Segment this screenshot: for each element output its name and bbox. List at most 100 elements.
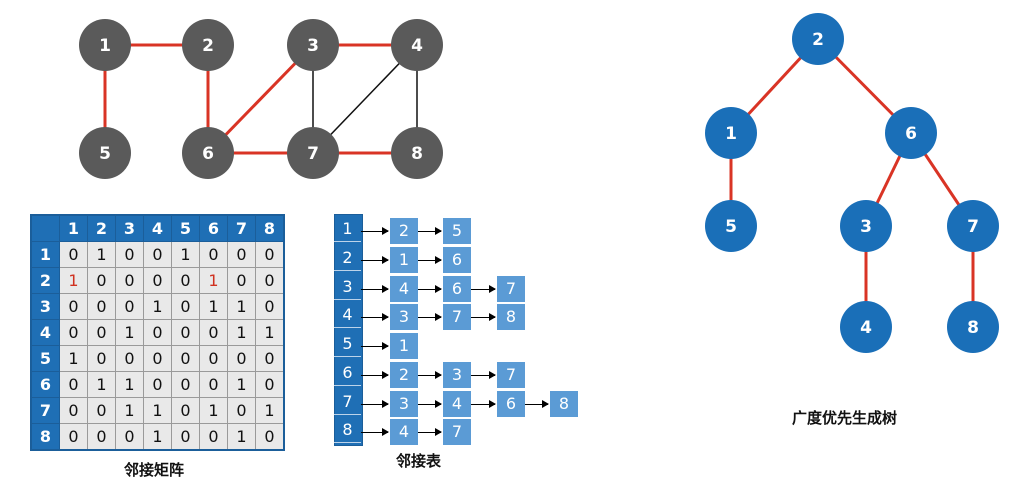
adjacency-list-vertex: 6 <box>334 361 361 386</box>
adjacency-list-arrow <box>418 399 442 408</box>
matrix-cell: 0 <box>171 397 200 424</box>
adjacency-list-node: 7 <box>497 361 525 388</box>
matrix-cell: 1 <box>143 397 172 424</box>
tree-node-label: 3 <box>860 217 872 237</box>
adjacency-list-vertex: 3 <box>334 275 361 300</box>
graph-node-2 <box>182 19 234 71</box>
matrix-cell: 1 <box>255 397 285 424</box>
adjacency-list-arrow <box>471 370 496 379</box>
matrix-cell: 0 <box>255 371 285 398</box>
matrix-cell: 0 <box>199 241 228 268</box>
graph-node-4 <box>391 19 443 71</box>
matrix-column-header: 5 <box>171 214 200 242</box>
matrix-row-header: 6 <box>30 371 60 398</box>
adjacency-list-node: 6 <box>497 390 525 417</box>
adjacency-list-arrow <box>418 255 442 264</box>
adjacency-list-node: 3 <box>443 361 471 388</box>
matrix-cell: 0 <box>227 397 256 424</box>
matrix-cell: 0 <box>143 319 172 346</box>
adjacency-list-node: 5 <box>443 218 471 244</box>
graph-node-label: 7 <box>307 144 319 164</box>
adjacency-list-arrow <box>471 284 496 293</box>
matrix-cell: 1 <box>227 319 256 346</box>
matrix-cell: 0 <box>171 371 200 398</box>
tree-node-8 <box>947 301 999 353</box>
matrix-cell: 0 <box>59 423 88 451</box>
matrix-cell: 0 <box>87 423 116 451</box>
tree-node-label: 4 <box>860 318 872 338</box>
tree-node-label: 6 <box>905 124 917 144</box>
matrix-cell: 0 <box>59 371 88 398</box>
graph-node-label: 6 <box>202 144 214 164</box>
matrix-cell: 0 <box>171 293 200 320</box>
tree-node-label: 5 <box>725 217 737 237</box>
adjacency-list-arrow <box>361 227 389 235</box>
adjacency-list-arrow <box>361 255 389 264</box>
tree-node-label: 2 <box>812 30 824 50</box>
matrix-cell: 0 <box>115 423 144 451</box>
graph-node-label: 4 <box>411 36 423 56</box>
adjacency-list-arrow <box>471 399 496 408</box>
matrix-cell: 1 <box>199 267 228 294</box>
matrix-cell: 0 <box>143 345 172 372</box>
adjacency-list-node: 4 <box>390 419 418 446</box>
matrix-cell: 0 <box>255 293 285 320</box>
matrix-cell: 1 <box>87 241 116 268</box>
matrix-cell: 0 <box>143 267 172 294</box>
adjacency-matrix-caption: 邻接矩阵 <box>124 461 185 479</box>
matrix-column-header: 2 <box>87 214 116 242</box>
matrix-cell: 0 <box>199 319 228 346</box>
graph-node-5 <box>79 127 131 179</box>
matrix-cell: 1 <box>227 423 256 451</box>
matrix-row-header: 7 <box>30 397 60 424</box>
matrix-cell: 1 <box>255 319 285 346</box>
adjacency-list-arrow <box>361 342 389 350</box>
matrix-cell: 0 <box>255 267 285 294</box>
matrix-cell: 0 <box>227 345 256 372</box>
matrix-column-header: 4 <box>143 214 172 242</box>
matrix-cell: 0 <box>115 267 144 294</box>
matrix-cell: 1 <box>59 345 88 372</box>
adjacency-list-vertex: 5 <box>334 332 361 357</box>
adjacency-list-node: 4 <box>390 275 418 302</box>
adjacency-list-arrow <box>418 370 442 379</box>
bfs-tree-caption: 广度优先生成树 <box>792 409 898 427</box>
matrix-row-header: 1 <box>30 241 60 268</box>
adjacency-list-node: 8 <box>550 390 578 417</box>
matrix-cell: 0 <box>115 293 144 320</box>
matrix-cell: 0 <box>199 423 228 451</box>
matrix-cell: 0 <box>171 423 200 451</box>
adjacency-list-caption: 邻接表 <box>396 452 442 470</box>
matrix-cell: 1 <box>143 293 172 320</box>
matrix-cell: 1 <box>59 267 88 294</box>
adjacency-list-node: 7 <box>443 304 471 331</box>
tree-node-label: 8 <box>967 318 979 338</box>
tree-node-7 <box>947 200 999 252</box>
graph-node-label: 8 <box>411 144 423 164</box>
adjacency-list-node: 8 <box>497 304 525 331</box>
adjacency-list-node: 2 <box>390 218 418 244</box>
matrix-cell: 0 <box>171 267 200 294</box>
matrix-cell: 1 <box>199 397 228 424</box>
adjacency-list-node: 4 <box>443 390 471 417</box>
graph-node-1 <box>79 19 131 71</box>
graph-node-3 <box>287 19 339 71</box>
matrix-cell: 0 <box>143 371 172 398</box>
adjacency-list-vertex-column <box>334 214 363 446</box>
adjacency-list-arrow <box>361 284 389 293</box>
tree-node-3 <box>840 200 892 252</box>
tree-node-6 <box>885 107 937 159</box>
adjacency-list-node: 7 <box>443 419 471 446</box>
matrix-cell: 0 <box>255 423 285 451</box>
matrix-cell: 0 <box>227 241 256 268</box>
adjacency-list-node: 3 <box>390 390 418 417</box>
matrix-cell: 0 <box>87 293 116 320</box>
matrix-cell: 0 <box>115 345 144 372</box>
